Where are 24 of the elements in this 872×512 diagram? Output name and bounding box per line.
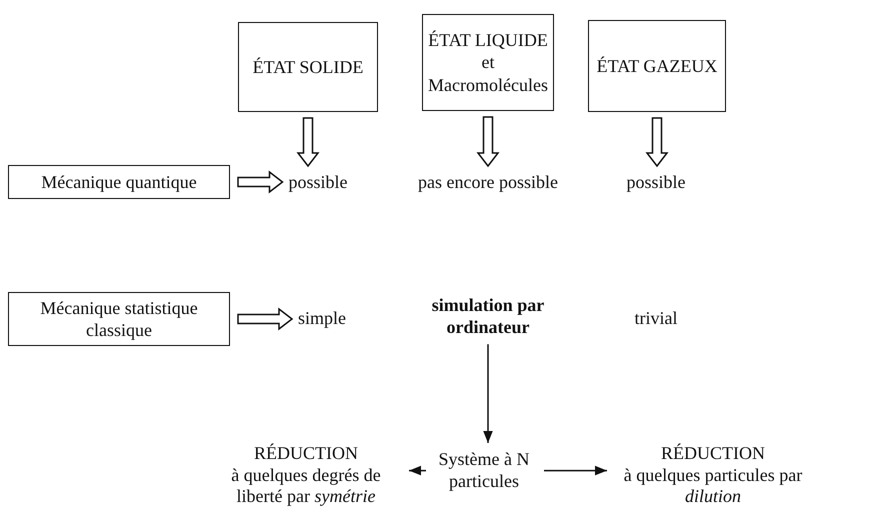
reduction-heading: RÉDUCTION [253, 443, 359, 465]
arrow [544, 466, 607, 476]
block-arrow [476, 116, 500, 168]
method-box: Mécanique quantique [8, 165, 230, 199]
result-text: simple [298, 308, 346, 330]
result-text: possible [288, 172, 348, 194]
result-text: trivial [634, 308, 678, 330]
result-text: simulation par ordinateur [418, 295, 558, 338]
state-box: ÉTAT SOLIDE [238, 22, 378, 112]
block-arrow [237, 170, 284, 194]
reduction-text: à quelques particules par dilution [622, 464, 804, 508]
state-box: ÉTAT LIQUIDE et Macromolécules [422, 14, 554, 111]
state-box: ÉTAT GAZEUX [588, 20, 726, 112]
method-box: Mécanique statistique classique [8, 292, 230, 346]
block-arrow [645, 117, 669, 168]
block-arrow [296, 117, 320, 168]
system-text: Système à N particules [432, 449, 536, 492]
arrow [483, 344, 493, 443]
reduction-text: à quelques degrés de liberté par symétrie [230, 464, 382, 508]
result-text: possible [626, 172, 686, 194]
arrow [409, 466, 426, 476]
block-arrow [237, 307, 294, 331]
reduction-heading: RÉDUCTION [660, 443, 766, 465]
result-text: pas encore possible [418, 172, 558, 194]
